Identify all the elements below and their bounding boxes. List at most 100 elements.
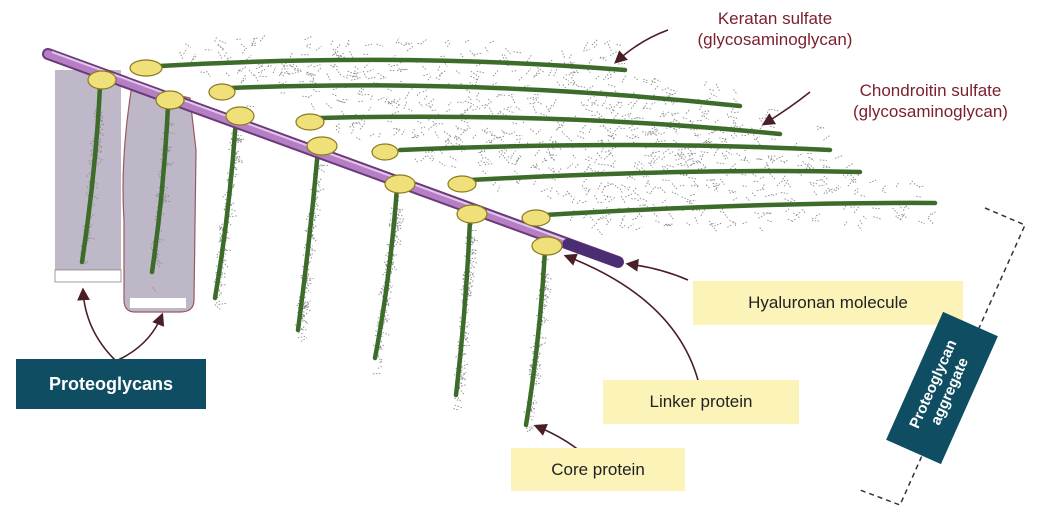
gag-tick	[502, 54, 505, 60]
gag-tick	[608, 77, 613, 79]
gag-tick	[369, 107, 371, 110]
gag-tick	[421, 132, 425, 136]
gag-tick	[485, 162, 487, 165]
gag-tick	[786, 209, 789, 212]
gag-tick	[701, 156, 703, 160]
gag-tick	[848, 181, 853, 187]
gag-tick	[614, 102, 619, 107]
gag-tick	[816, 214, 820, 216]
gag-tick	[753, 174, 756, 177]
gag-tick	[589, 129, 591, 133]
gag-tick	[493, 181, 497, 185]
gag-tick	[781, 192, 788, 193]
gag-tick	[312, 82, 316, 84]
gag-tick	[709, 223, 715, 225]
gag-tick	[709, 130, 715, 134]
gag-tick	[423, 89, 429, 92]
gag-tick	[219, 303, 227, 304]
gag-tick	[802, 209, 805, 213]
gag-tick	[605, 150, 611, 152]
gag-tick	[664, 101, 666, 105]
linker-protein	[385, 175, 415, 193]
gag-tick	[701, 209, 705, 216]
gag-tick	[637, 198, 641, 201]
gag-tick	[635, 213, 640, 219]
gag-tick	[788, 219, 792, 221]
gag-tick	[628, 101, 633, 104]
keratan-sulfate-label: Keratan sulfate (glycosaminoglycan)	[680, 8, 870, 50]
gag-tick	[377, 44, 383, 46]
gag-tick	[863, 216, 866, 219]
gag-tick	[260, 34, 265, 41]
gag-tick	[516, 138, 522, 139]
gag-tick	[489, 108, 493, 116]
gag-tick	[235, 156, 241, 157]
gag-tick	[634, 77, 639, 81]
gag-tick	[290, 52, 292, 57]
gag-tick	[338, 101, 346, 103]
gag-tick	[333, 64, 336, 68]
gag-tick	[506, 48, 511, 54]
hyaluronan-molecule-label: Hyaluronan molecule	[693, 281, 963, 325]
gag-tick	[605, 197, 608, 201]
gag-tick	[289, 73, 296, 74]
gag-tick	[361, 120, 365, 122]
gag-tick	[392, 111, 400, 114]
gag-tick	[413, 129, 415, 133]
gag-tick	[794, 142, 797, 147]
gag-tick	[783, 175, 786, 179]
gag-tick	[607, 165, 614, 168]
gag-tick	[655, 221, 660, 223]
gag-tick	[670, 90, 676, 92]
gag-tick	[491, 137, 497, 141]
gag-tick	[721, 141, 726, 142]
gag-tick	[540, 114, 547, 116]
gag-tick	[626, 136, 630, 138]
gag-tick	[610, 104, 614, 111]
gag-tick	[592, 171, 600, 172]
gag-tick	[781, 180, 786, 182]
gag-tick	[906, 206, 909, 209]
gag-tick	[396, 237, 403, 243]
gag-tick	[663, 148, 670, 153]
gag-tick	[629, 176, 635, 180]
gag-tick	[588, 97, 592, 101]
gag-tick	[527, 55, 531, 62]
proteoglycan-highlight-1	[55, 70, 121, 280]
gag-tick	[639, 162, 644, 166]
gag-tick	[307, 72, 315, 75]
gag-tick	[581, 102, 584, 107]
gag-tick	[241, 44, 247, 49]
gag-tick	[302, 96, 310, 97]
gag-tick	[445, 136, 451, 141]
gag-tick	[355, 66, 359, 69]
gag-tick	[590, 217, 594, 222]
gag-tick	[689, 159, 694, 160]
gag-tick	[448, 102, 451, 105]
gag-tick	[711, 94, 717, 97]
gag-tick	[918, 221, 924, 223]
gag-tick	[743, 222, 748, 224]
gag-tick	[932, 212, 936, 215]
gag-tick	[388, 89, 392, 91]
gag-tick	[490, 41, 494, 43]
gag-tick	[553, 99, 556, 106]
gag-tick	[342, 111, 345, 115]
gag-tick	[648, 181, 651, 187]
gag-tick	[609, 197, 615, 202]
gag-tick	[703, 164, 706, 167]
gag-tick	[793, 213, 799, 218]
gag-tick	[393, 101, 400, 105]
gag-tick	[580, 131, 586, 133]
gag-tick	[752, 193, 756, 197]
gag-tick	[476, 99, 481, 102]
gag-tick	[395, 228, 402, 233]
gag-tick	[677, 163, 681, 165]
gag-tick	[673, 102, 677, 103]
gag-tick	[605, 184, 612, 187]
gag-tick	[352, 124, 355, 129]
gag-tick	[380, 78, 386, 79]
gag-tick	[439, 162, 445, 166]
gag-tick	[702, 110, 708, 112]
